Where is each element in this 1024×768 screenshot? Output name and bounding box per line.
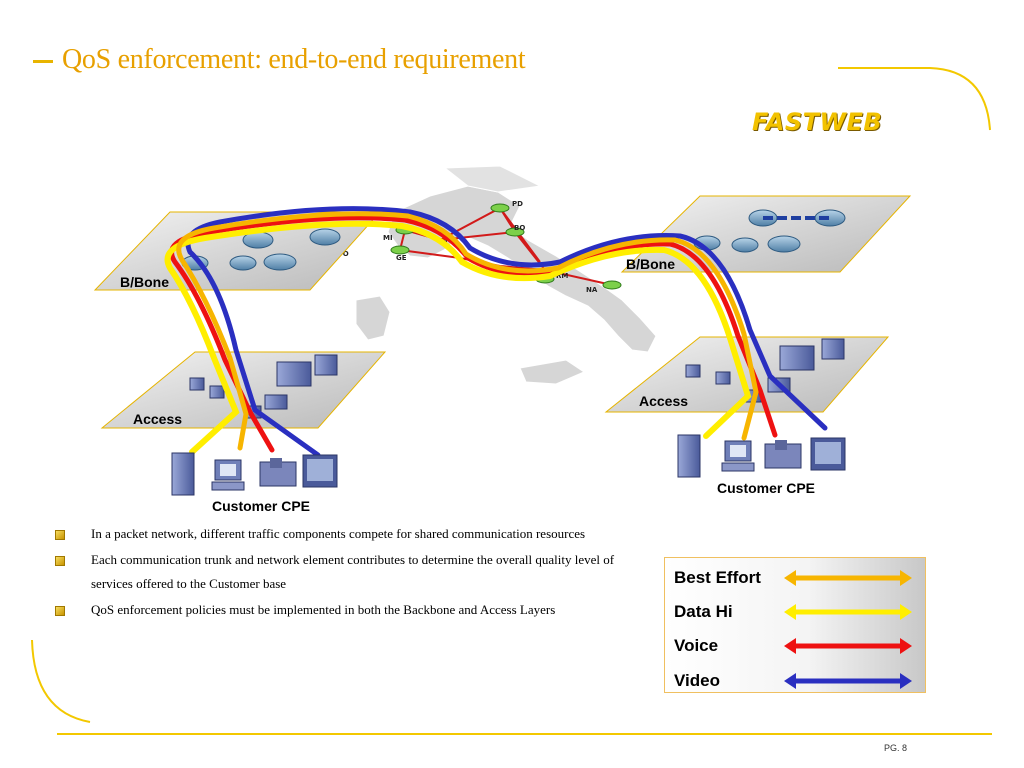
videophone-icon [810,437,846,471]
double-arrow-icon [784,638,912,654]
slide-title: QoS enforcement: end-to-end requirement [62,44,526,75]
legend-item-voice: Voice [674,634,718,658]
videophone-icon [302,454,338,488]
data-hi-path [164,220,752,455]
phone-icon [259,458,297,487]
legend-label: Voice [674,636,719,655]
legend-label: Data Hi [674,602,733,621]
legend-item-video: Video [674,669,720,693]
bullet-icon [55,556,65,566]
bullet-item: Each communication trunk and network ele… [55,548,640,596]
city-label-ge: GE [396,254,407,262]
double-arrow-icon [784,570,912,586]
bullet-item: QoS enforcement policies must be impleme… [55,598,640,622]
page-number: PG. 8 [884,743,908,753]
right-backbone-label: B/Bone [626,256,675,272]
pc-icon [211,459,245,491]
legend-item-data-hi: Data Hi [674,600,733,624]
bullet-text: In a packet network, different traffic c… [91,526,586,541]
footer-divider [57,733,992,735]
bullet-text: Each communication trunk and network ele… [91,552,615,591]
video-path [185,206,828,458]
traffic-paths [164,206,828,458]
voice-path [169,215,778,453]
phone-icon [764,440,802,469]
double-arrow-icon [784,604,912,620]
traffic-legend: Best Effort Data Hi Voice Video [664,557,926,693]
bullet-list: In a packet network, different traffic c… [55,522,640,624]
legend-item-best-effort: Best Effort [674,566,761,590]
city-label-rm: RM [556,272,568,280]
city-label-na: NA [586,286,598,294]
right-cpe-devices [677,434,846,478]
right-cpe-label: Customer CPE [717,480,816,496]
fastweb-logo: FASTWEB [752,108,883,136]
network-diagram: PD MI BO RE TO GE RM NA [93,165,912,496]
left-cpe-label: Customer CPE [212,498,311,514]
left-cpe-devices [171,452,338,496]
server-icon [171,452,195,496]
bullet-item: In a packet network, different traffic c… [55,522,640,546]
legend-label: Video [674,671,720,690]
bullet-icon [55,530,65,540]
bullet-text: QoS enforcement policies must be impleme… [91,602,556,617]
pc-icon [721,440,755,472]
right-access-label: Access [639,393,689,409]
left-access-label: Access [133,411,183,427]
right-backbone-platform [620,195,912,273]
legend-label: Best Effort [674,568,761,587]
bullet-icon [55,606,65,616]
double-arrow-icon [784,673,912,689]
city-label-bo: BO [514,224,525,232]
city-label-mi: MI [383,234,393,242]
title-dash [33,60,53,63]
server-icon [677,434,701,478]
best-effort-path [176,211,759,451]
city-label-to: TO [338,250,349,258]
left-backbone-label: B/Bone [120,274,169,290]
city-label-pd: PD [512,200,523,208]
right-access-platform [604,336,890,413]
